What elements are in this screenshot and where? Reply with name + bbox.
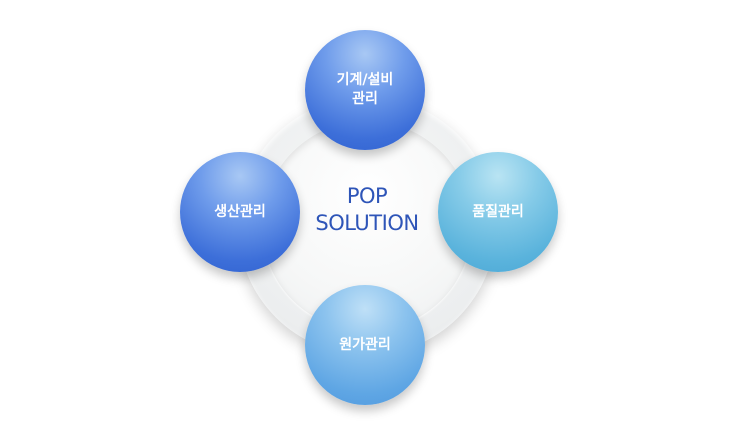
node-equipment-label-line1: 기계/설비: [336, 72, 394, 88]
center-title-line1: POP: [346, 184, 388, 208]
center-title-line2: SOLUTION: [315, 211, 419, 235]
center-title: POP SOLUTION: [292, 183, 442, 237]
node-quality-management: 품질관리: [438, 152, 558, 272]
node-quality-label: 품질관리: [472, 203, 524, 220]
node-equipment-label: 기계/설비 관리: [337, 71, 394, 109]
node-production-label: 생산관리: [214, 203, 266, 220]
node-cost-management: 원가관리: [305, 285, 425, 405]
node-cost-label: 원가관리: [339, 336, 391, 353]
node-equipment-management: 기계/설비 관리: [305, 30, 425, 150]
node-equipment-label-line2: 관리: [352, 91, 378, 107]
node-production-management: 생산관리: [180, 152, 300, 272]
